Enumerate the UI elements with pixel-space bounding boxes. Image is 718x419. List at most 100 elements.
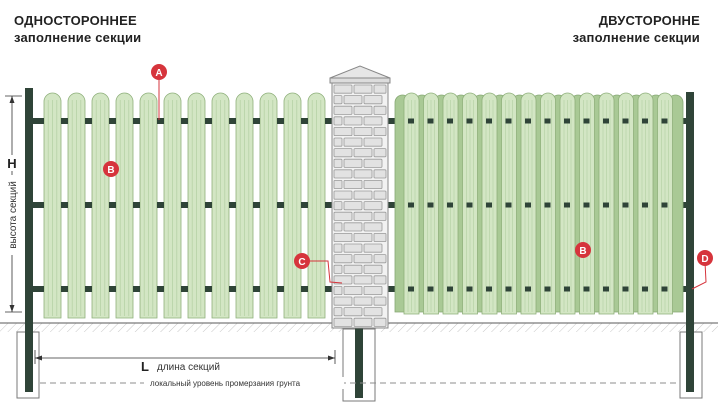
rail-gap: [109, 202, 116, 208]
rail-gap: [622, 202, 629, 208]
rail-gap: [253, 202, 260, 208]
brick: [363, 222, 383, 232]
svg-text:C: C: [298, 257, 305, 268]
rail-gap: [447, 202, 453, 208]
brick: [363, 201, 383, 211]
brick: [363, 264, 383, 274]
picket: [259, 92, 278, 319]
picket: [43, 92, 62, 319]
brick: [373, 232, 387, 242]
brick: [373, 275, 387, 285]
rail-gap: [408, 118, 414, 124]
rail-gap: [447, 118, 453, 124]
rail-gap: [133, 202, 140, 208]
picket: [115, 92, 134, 319]
rail-gap: [325, 202, 332, 208]
title-one-sided-line1: ОДНОСТОРОННЕЕ: [14, 13, 137, 28]
rail-gap: [277, 118, 284, 124]
rail-gap: [583, 118, 590, 124]
brick: [343, 95, 363, 105]
rail-gap: [505, 286, 512, 292]
rail-gap: [603, 118, 609, 124]
rail-gap: [85, 286, 92, 292]
svg-text:B: B: [579, 246, 586, 257]
brick: [373, 169, 387, 179]
brick: [343, 222, 363, 232]
brick: [333, 105, 353, 115]
brick: [333, 201, 343, 211]
title-one-sided-line2: заполнение секции: [14, 30, 142, 45]
brick: [373, 254, 387, 264]
brick: [333, 116, 343, 126]
brick: [353, 169, 373, 179]
rail-gap: [33, 286, 44, 292]
rail-gap: [486, 286, 492, 292]
rail-gap: [466, 118, 473, 124]
rail-gap: [427, 202, 434, 208]
length-label: длина секций: [157, 362, 220, 373]
brick: [353, 317, 373, 327]
brick: [363, 158, 383, 168]
rail-gap: [325, 286, 332, 292]
brick: [373, 127, 387, 137]
brick: [363, 179, 383, 189]
brick: [373, 296, 387, 306]
rail-gap: [408, 202, 414, 208]
rail-gap: [427, 118, 434, 124]
rail-gap: [661, 286, 668, 292]
brick: [333, 296, 353, 306]
height-label: высота секций: [8, 181, 19, 249]
brick: [363, 285, 383, 295]
frost-line: локальный уровень промерзания грунта: [40, 377, 680, 389]
marker-b-left: B: [103, 161, 119, 177]
rail-gap: [61, 202, 68, 208]
brick: [343, 137, 363, 147]
picket: [307, 92, 326, 319]
rail-gap: [229, 202, 236, 208]
brick: [373, 105, 387, 115]
brick: [363, 116, 383, 126]
rail-gap: [642, 286, 648, 292]
frost-label: локальный уровень промерзания грунта: [150, 379, 301, 388]
pillar-cap-base: [329, 77, 391, 84]
brick: [333, 264, 343, 274]
pillar-post-core: [355, 300, 363, 398]
rail-gap: [661, 118, 668, 124]
rail-gap: [181, 202, 188, 208]
rail-gap: [583, 202, 590, 208]
rail-gap: [85, 118, 92, 124]
svg-text:D: D: [701, 254, 708, 265]
rail-gap: [61, 118, 68, 124]
rail-gap: [157, 202, 164, 208]
brick: [373, 317, 387, 327]
pillar-cap: [329, 65, 391, 79]
rail-gap: [525, 118, 531, 124]
rail-gap: [564, 118, 570, 124]
rail-gap: [133, 286, 140, 292]
brick: [343, 179, 363, 189]
rail-gap: [486, 202, 492, 208]
brick: [353, 84, 373, 94]
brick: [373, 84, 387, 94]
brick: [343, 201, 363, 211]
rail-gap: [603, 202, 609, 208]
brick: [333, 285, 343, 295]
rail-gap: [33, 118, 44, 124]
rail-gap: [301, 202, 308, 208]
brick: [343, 264, 363, 274]
brick-pillar: [329, 65, 391, 329]
rail-gap: [85, 202, 92, 208]
rail-gap: [447, 286, 453, 292]
rail-gap: [157, 118, 164, 124]
brick: [373, 190, 387, 200]
picket: [283, 92, 302, 319]
brick: [333, 190, 353, 200]
rail-gap: [205, 286, 212, 292]
picket: [139, 92, 158, 319]
left-post: [25, 88, 33, 392]
svg-text:A: A: [155, 68, 162, 79]
right-post: [686, 92, 694, 392]
picket: [91, 92, 110, 319]
